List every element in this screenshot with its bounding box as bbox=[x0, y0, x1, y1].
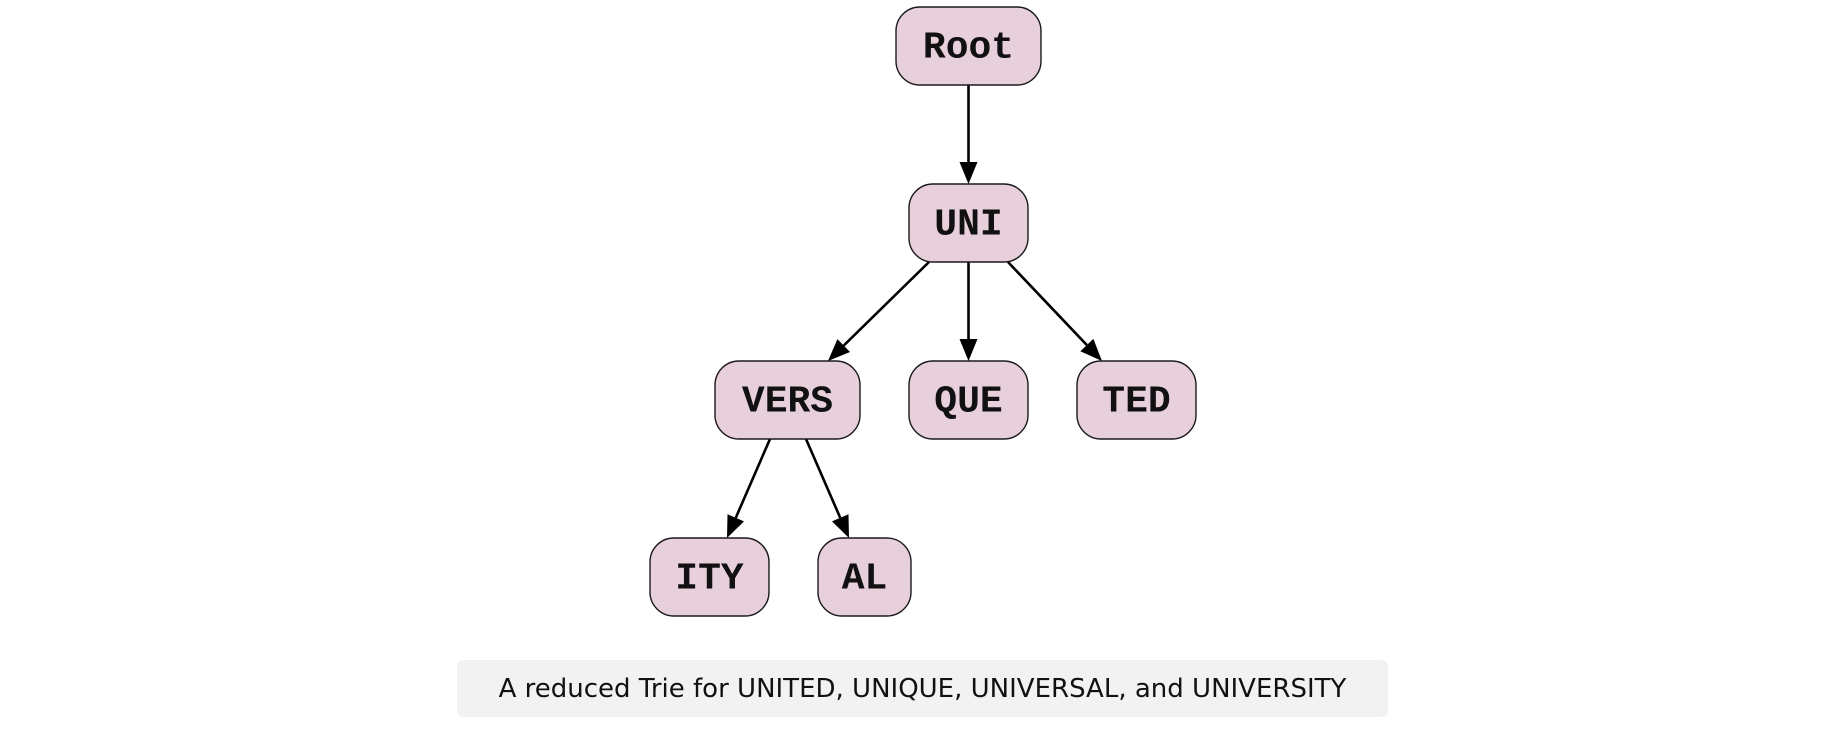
edge-vers-ity bbox=[727, 438, 772, 538]
node-vers: VERS bbox=[714, 360, 861, 440]
node-al: AL bbox=[817, 537, 912, 617]
arrowhead bbox=[959, 162, 978, 184]
node-box bbox=[817, 537, 912, 617]
node-label: ITY bbox=[675, 558, 744, 601]
edge-line bbox=[1007, 261, 1088, 346]
node-label: AL bbox=[842, 558, 888, 601]
node-box bbox=[908, 360, 1029, 440]
diagram-caption: A reduced Trie for UNITED, UNIQUE, UNIVE… bbox=[457, 660, 1388, 717]
edge-line bbox=[734, 438, 772, 519]
node-ity: ITY bbox=[649, 537, 770, 617]
node-label: QUE bbox=[934, 381, 1002, 424]
edge-uni-ted bbox=[1007, 261, 1102, 361]
node-box bbox=[895, 6, 1042, 86]
edge-vers-al bbox=[804, 438, 849, 538]
node-box bbox=[908, 183, 1029, 263]
arrowhead bbox=[828, 339, 851, 361]
arrowhead bbox=[959, 339, 978, 361]
node-uni: UNI bbox=[908, 183, 1029, 263]
node-box bbox=[1076, 360, 1197, 440]
arrowhead bbox=[1080, 338, 1102, 361]
node-ted: TED bbox=[1076, 360, 1197, 440]
edge-line bbox=[842, 261, 930, 347]
edge-uni-que bbox=[959, 262, 978, 361]
node-box bbox=[649, 537, 770, 617]
node-label: TED bbox=[1102, 381, 1170, 424]
arrowhead bbox=[727, 514, 745, 538]
edges-layer bbox=[727, 85, 1102, 538]
edge-uni-vers bbox=[828, 261, 930, 361]
node-label: VERS bbox=[742, 381, 833, 424]
arrowhead bbox=[831, 514, 849, 538]
edge-line bbox=[804, 438, 842, 519]
node-box bbox=[714, 360, 861, 440]
node-que: QUE bbox=[908, 360, 1029, 440]
node-label: UNI bbox=[934, 204, 1002, 247]
node-label: Root bbox=[923, 27, 1014, 70]
node-root: Root bbox=[895, 6, 1042, 86]
edge-root-uni bbox=[959, 85, 978, 184]
